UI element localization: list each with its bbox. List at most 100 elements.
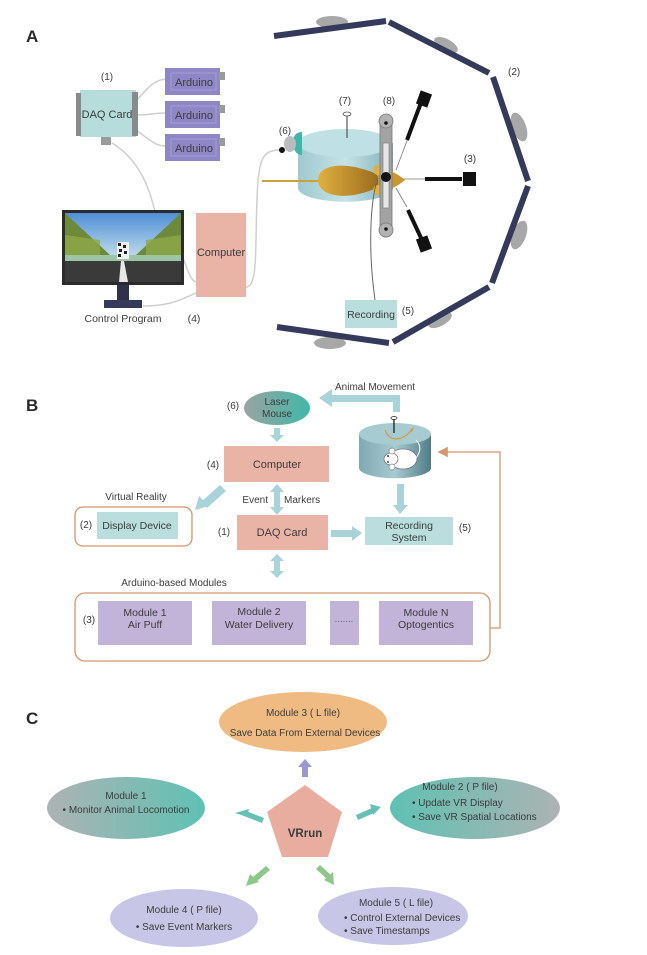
module1-item-1: • Monitor Animal Locomotion [63,805,190,816]
panel-b-treadmill [359,416,431,479]
module-n-line2: Optogentics [398,619,454,631]
cylinder-top [298,129,392,157]
panel-c-label: C [26,709,38,728]
daq-card: (1) DAQ Card [76,72,138,145]
feedback-line [437,446,501,629]
recording-system-line2: System [391,532,426,544]
display-device-label: Display Device [102,520,172,532]
module2-title: Module 2 ( P file) [422,782,497,793]
markers-label: Markers [284,495,320,506]
panel-c: C Module 3 ( L file) Save Data From Exte… [26,692,560,947]
animal-movement-label: Animal Movement [335,382,415,393]
vrrun-to-module1-arrow [235,809,264,823]
treadmill-to-recording-arrow [393,484,408,514]
panel-b: B Animal Movement Laser Mouse (6) Comput… [26,382,501,662]
module-2-node: Module 2 Water Delivery [212,601,306,645]
mouse-body [318,165,380,196]
vrrun-pentagon [267,785,342,857]
treadmill: (6) (7) [262,96,405,202]
laser-mouse-line2: Mouse [262,409,292,420]
daq-to-recording-arrow [331,526,362,541]
computer-number: (4) [207,460,219,471]
module4-title: Module 4 ( P file) [146,905,221,916]
computer-label: Computer [197,247,246,259]
recording-box: Recording (5) [345,300,414,328]
control-program-label: Control Program [84,313,161,325]
air-puff-nozzles: (3) [395,90,476,253]
recording-wire [370,177,379,301]
arduino-1: Arduino [165,68,225,95]
vrrun-to-module3-arrow [298,759,312,777]
computer-number: (4) [188,313,201,325]
screens-number: (2) [508,67,520,78]
daq-card-port [101,137,111,145]
module-n-node: Module N Optogentics [379,601,473,645]
modules-number: (3) [83,615,95,626]
vrrun-label: VRrun [288,828,323,840]
module-1-node: Module 1 Air Puff [98,601,192,645]
vr-monitor [62,210,184,308]
arduino-stack: Arduino Arduino Arduino [165,68,225,161]
daq-card-body [80,90,136,137]
computer-label: Computer [253,459,302,471]
module5-item-2: • Save Timestamps [344,926,430,937]
laser-mouse-line1: Laser [264,397,290,408]
arduino-3: Arduino [165,134,225,161]
vrrun-to-module4-arrow [246,866,270,886]
module-1-line2: Air Puff [128,619,162,631]
daq-card-number: (1) [218,527,230,538]
monitor-neck [117,285,129,301]
module2-item-1: • Update VR Display [412,798,503,809]
arduino-1-label: Arduino [175,77,213,89]
laser-mouse-node [244,391,310,425]
screen-panels [273,18,531,346]
arduino-2: Arduino [165,101,225,128]
virtual-reality-label: Virtual Reality [105,492,167,503]
module5-title: Module 5 ( L file) [359,898,433,909]
module2-node [390,777,560,839]
daq-label: DAQ Card [82,109,133,121]
recording-system-number: (5) [459,523,471,534]
animal-movement-arrow [319,389,400,412]
air-puff-number: (3) [464,154,476,165]
screen-array: (2) [273,16,531,349]
display-device-number: (2) [80,520,92,531]
event-label: Event [242,495,268,506]
vrrun-to-module5-arrow [316,865,334,885]
cables [111,78,281,307]
daq-card-edge-left [76,93,81,136]
daq-number: (1) [101,72,113,83]
display-group-outline [74,506,193,547]
module3-node [219,692,387,752]
module-2-line1: Module 2 [237,606,280,618]
display-device-node [97,512,178,539]
sensor-number: (7) [339,96,351,107]
vrrun-to-module2-arrow [356,804,381,820]
module-n-line1: Module N [404,607,449,619]
module2-item-2: • Save VR Spatial Locations [412,812,537,823]
daq-card-node [237,515,328,550]
module-1-line1: Module 1 [123,607,166,619]
daq-to-modules-arrow [270,554,284,578]
recording-system-line1: Recording [385,520,433,532]
recording-system-node [365,517,453,545]
module3-item-1: Save Data From External Devices [230,728,381,739]
module-ellipsis: ······· [335,617,354,626]
daq-card-label: DAQ Card [257,527,308,539]
module-ellipsis-node: ······· [330,601,359,645]
arduino-2-label: Arduino [175,110,213,122]
computer-box: Computer [196,213,246,297]
computer-body [196,213,246,297]
laser-to-computer-arrow [270,428,284,442]
recording-number: (5) [402,306,414,317]
module4-item-1: • Save Event Markers [136,922,232,933]
laser-mouse-number: (6) [227,401,239,412]
laser-mouse-number: (6) [279,126,291,137]
module4-node [110,889,258,947]
event-markers-arrow [270,484,284,515]
arduino-3-label: Arduino [175,143,213,155]
computer-node [224,446,329,482]
panel-b-label: B [26,396,38,415]
panel-a-label: A [26,27,38,46]
